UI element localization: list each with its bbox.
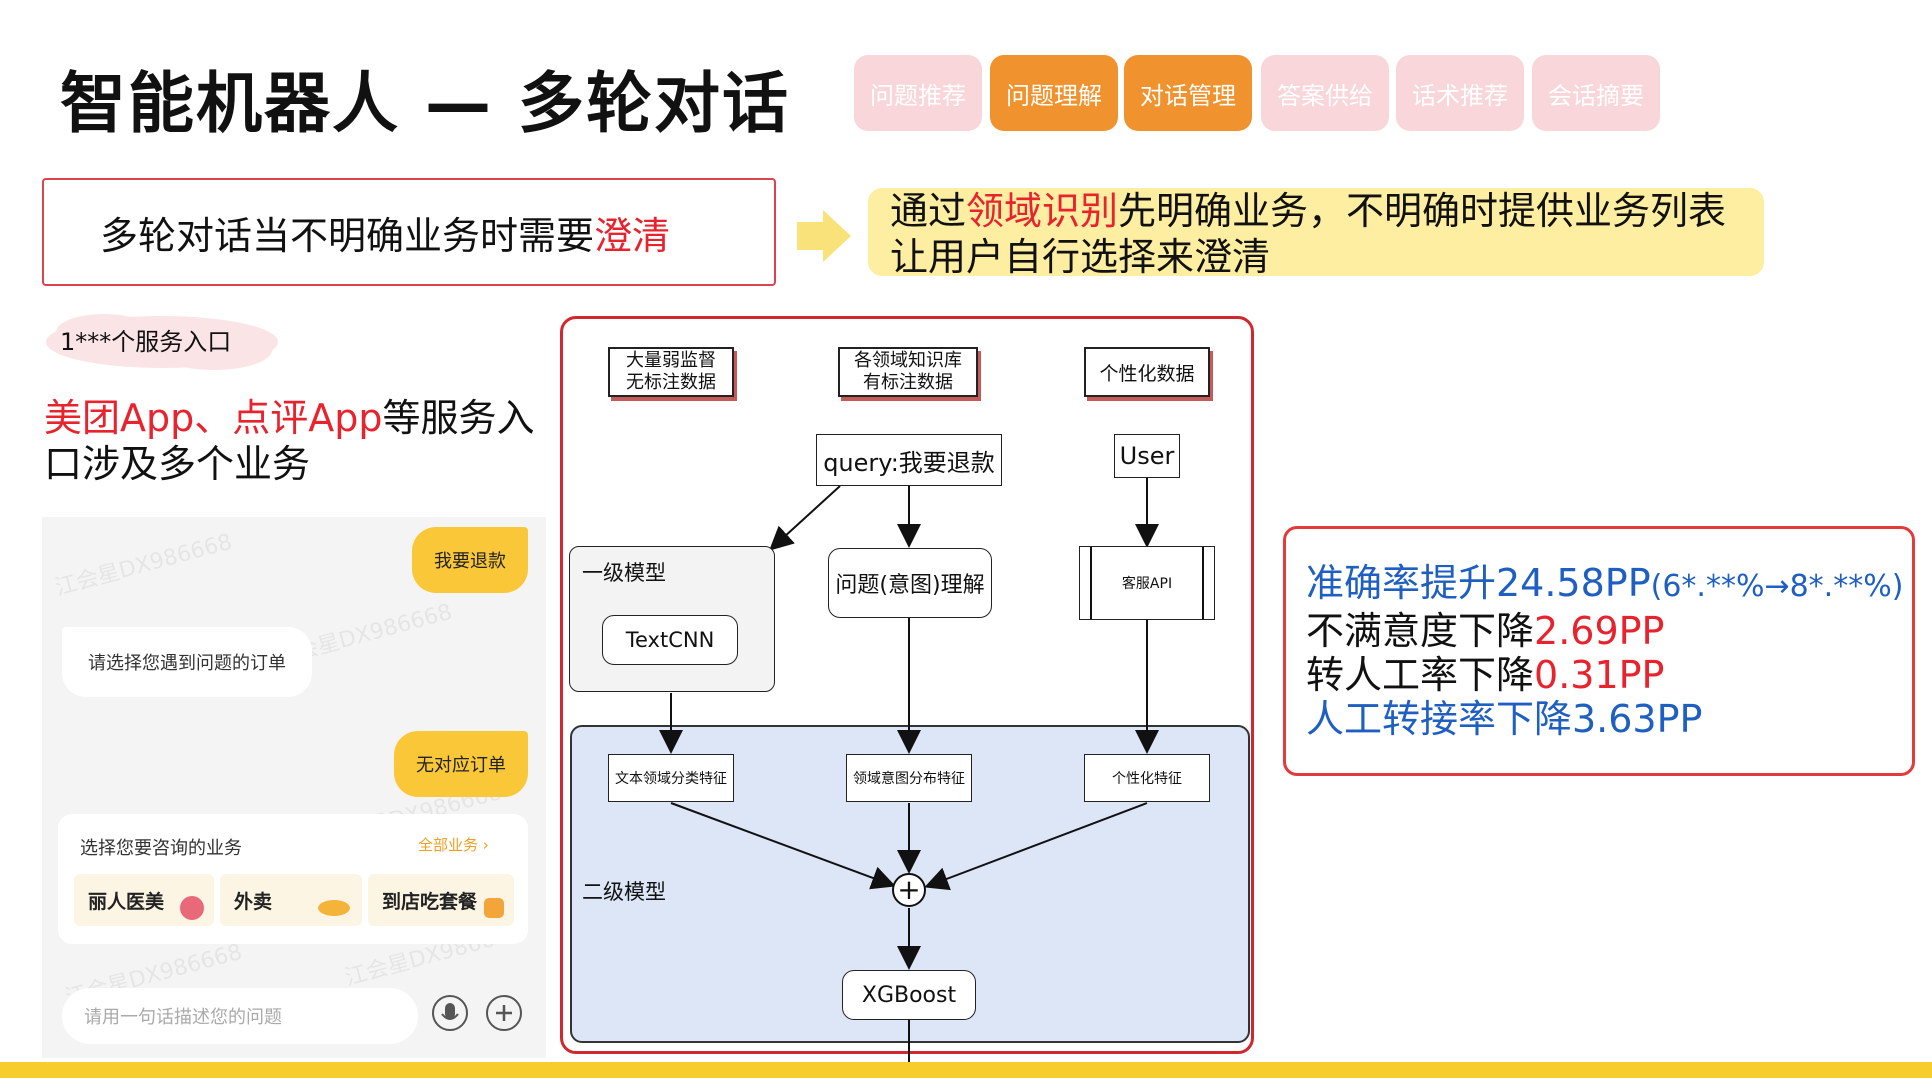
bag-icon: [484, 898, 504, 918]
chip-beauty[interactable]: 丽人医美: [74, 874, 214, 926]
tab-script-recommend[interactable]: 话术推荐: [1396, 55, 1524, 131]
bottom-bar: [0, 1062, 1932, 1078]
chip-label: 到店吃套餐: [382, 890, 478, 913]
tab-question-recommend[interactable]: 问题推荐: [854, 55, 982, 131]
tab-answer-supply[interactable]: 答案供给: [1261, 55, 1389, 131]
microphone-icon[interactable]: [432, 995, 468, 1031]
question-input[interactable]: 请用一句话描述您的问题: [62, 988, 418, 1044]
domain-intent-feature: 领域意图分布特征: [846, 754, 972, 802]
solution-highlight: 领域识别: [966, 189, 1119, 233]
right-arrow-icon: [797, 210, 851, 262]
results-box: 准确率提升24.58PP(6*.**%→8*.**%) 不满意度下降2.69PP…: [1283, 526, 1915, 776]
tab-question-understanding[interactable]: 问题理解: [990, 55, 1118, 131]
entry-rest: 等服务入口涉及多个业务: [44, 396, 535, 486]
level1-label: 一级模型: [582, 561, 666, 585]
chip-label: 丽人医美: [88, 890, 165, 913]
weak-supervision-data: 大量弱监督 无标注数据: [608, 347, 734, 397]
handover-drop: 人工转接率下降3.63PP: [1306, 697, 1703, 741]
text-domain-feature: 文本领域分类特征: [608, 754, 734, 802]
level2-label: 二级模型: [582, 880, 666, 904]
solution-part1: 通过: [890, 189, 967, 233]
page-title: 智能机器人 — 多轮对话: [60, 65, 790, 142]
solution-line2: 让用户自行选择来澄清: [890, 235, 1271, 279]
user-message: 无对应订单: [394, 731, 528, 797]
chip-dine-in[interactable]: 到店吃套餐: [368, 874, 514, 926]
transfer-value: 0.31PP: [1534, 653, 1665, 697]
solution-part2: 先明确业务，不明确时提供业务列表: [1118, 189, 1727, 233]
entry-description: 美团App、点评App等服务入口涉及多个业务: [44, 395, 564, 487]
tab-session-summary[interactable]: 会话摘要: [1532, 55, 1660, 131]
business-select-card: 选择您要咨询的业务 全部业务 › 丽人医美 外卖 到店吃套餐: [58, 814, 528, 944]
node-line: 各领域知识库: [854, 350, 962, 371]
solution-banner: 通过领域识别先明确业务，不明确时提供业务列表 让用户自行选择来澄清: [868, 188, 1764, 279]
level1-model: 一级模型 TextCNN: [569, 546, 775, 692]
dissatisfaction-value: 2.69PP: [1534, 609, 1665, 653]
statement-highlight: 澄清: [594, 213, 671, 258]
statement-text: 多轮对话当不明确业务时需要: [100, 213, 595, 258]
chat-screenshot: 江会星DX986668 江会星DX986668 江会星DX986668 江会星D…: [42, 517, 546, 1058]
bot-message: 请选择您遇到问题的订单: [62, 627, 312, 697]
entry-highlight: 美团App、点评App: [44, 396, 383, 440]
query-node: query:我要退款: [816, 434, 1002, 486]
intent-understanding-node: 问题(意图)理解: [828, 548, 992, 618]
domain-knowledge-base: 各领域知识库 有标注数据: [838, 347, 978, 397]
personal-feature: 个性化特征: [1084, 754, 1210, 802]
chip-takeaway[interactable]: 外卖: [220, 874, 362, 926]
card-title: 选择您要咨询的业务: [80, 838, 242, 859]
user-node: User: [1114, 434, 1180, 478]
all-business-link[interactable]: 全部业务 ›: [418, 836, 489, 854]
scooter-icon: [318, 900, 350, 916]
node-line: 无标注数据: [626, 372, 716, 393]
service-entry-count: 1***个服务入口: [60, 328, 232, 356]
add-icon[interactable]: [486, 995, 522, 1031]
accuracy-detail: (6*.**%→8*.**%): [1650, 569, 1904, 604]
cloud-shape: [46, 314, 278, 370]
beauty-icon: [180, 896, 204, 920]
personal-data: 个性化数据: [1084, 347, 1210, 397]
xgboost-node: XGBoost: [842, 970, 976, 1020]
accuracy-gain: 准确率提升24.58PP: [1306, 561, 1651, 605]
node-line: 大量弱监督: [626, 350, 716, 371]
transfer-label: 转人工率下降: [1306, 653, 1535, 697]
chip-label: 外卖: [234, 890, 273, 913]
service-api-node: 客服API: [1079, 546, 1215, 620]
textcnn-node: TextCNN: [602, 615, 738, 665]
plus-node: +: [897, 873, 921, 906]
dissatisfaction-label: 不满意度下降: [1306, 609, 1535, 653]
user-message: 我要退款: [412, 527, 528, 593]
node-line: 有标注数据: [863, 372, 953, 393]
tab-dialog-management[interactable]: 对话管理: [1124, 55, 1252, 131]
statement-box: 多轮对话当不明确业务时需要澄清: [42, 178, 776, 286]
